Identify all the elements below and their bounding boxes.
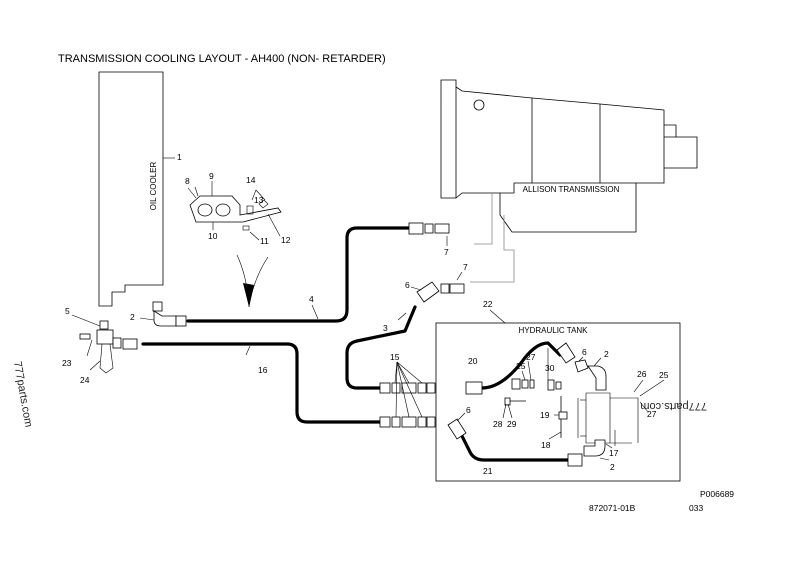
callout-11: 11 xyxy=(260,236,269,246)
page-number: 033 xyxy=(689,503,703,513)
callout-14: 14 xyxy=(246,175,256,185)
diagram-title: TRANSMISSION COOLING LAYOUT - AH400 (NON… xyxy=(58,53,386,65)
callout-10: 10 xyxy=(208,231,218,241)
callout-15: 15 xyxy=(390,352,400,362)
callout-6-lower: 6 xyxy=(466,405,471,415)
detail-pointer-tip xyxy=(243,283,254,307)
callout-19: 19 xyxy=(540,410,550,420)
callout-2-tank-upper: 2 xyxy=(604,349,609,359)
hose-3 xyxy=(345,305,417,390)
fitting-5-tee xyxy=(79,320,138,374)
fitting-7-upper xyxy=(408,222,450,235)
part-number: 872071-01B xyxy=(589,503,636,513)
callout-4: 4 xyxy=(309,294,314,304)
fitting-15-upper xyxy=(379,381,483,395)
fitting-tank-upper xyxy=(504,342,607,438)
hose-21 xyxy=(458,430,570,462)
fitting-2-oil-cooler xyxy=(152,301,187,327)
callouts: 1 8 9 14 13 10 11 12 7 7 6 4 22 3 2 5 23… xyxy=(62,152,669,476)
callout-29: 29 xyxy=(507,419,517,429)
fitting-6-7-lower xyxy=(416,281,465,303)
callout-7-lower: 7 xyxy=(463,262,468,272)
trans-tube-lower xyxy=(470,215,515,283)
callout-23: 23 xyxy=(62,358,72,368)
hose-4 xyxy=(186,226,412,323)
callout-16: 16 xyxy=(258,365,268,375)
bracket-assembly xyxy=(189,181,282,241)
callout-13: 13 xyxy=(254,195,264,205)
watermark-right: 777parts.com xyxy=(640,400,707,412)
oil-cooler-label: OIL COOLER xyxy=(149,161,158,210)
callout-18: 18 xyxy=(541,440,551,450)
callout-21: 21 xyxy=(483,466,493,476)
callout-3: 3 xyxy=(383,323,388,333)
callout-24: 24 xyxy=(80,375,90,385)
hydraulic-tank: HYDRAULIC TANK xyxy=(435,322,681,482)
callout-25-right: 25 xyxy=(659,370,669,380)
detail-pointer xyxy=(236,254,269,308)
callout-17: 17 xyxy=(609,448,619,458)
callout-28: 28 xyxy=(493,419,503,429)
hose-16 xyxy=(141,342,382,424)
callout-20: 20 xyxy=(468,356,478,366)
fitting-15-lower xyxy=(379,416,467,440)
leader-lines xyxy=(71,187,665,461)
callout-22: 22 xyxy=(483,299,493,309)
callout-8: 8 xyxy=(185,176,190,186)
callout-7-upper: 7 xyxy=(444,247,449,257)
watermark-left: 777parts.com xyxy=(11,360,34,428)
callout-9: 9 xyxy=(209,171,214,181)
oil-cooler: OIL COOLER xyxy=(98,71,175,307)
callout-6-tank: 6 xyxy=(582,347,587,357)
ref-code: P006689 xyxy=(700,489,734,499)
hose-20 xyxy=(480,341,562,390)
callout-1: 1 xyxy=(177,152,182,162)
callout-5: 5 xyxy=(65,306,70,316)
callout-30: 30 xyxy=(545,363,555,373)
callout-2-tank-lower: 2 xyxy=(610,462,615,472)
callout-27-right: 27 xyxy=(647,409,657,419)
trans-tube-upper xyxy=(474,193,493,245)
callout-26: 26 xyxy=(637,369,647,379)
callout-25-upper: 25 xyxy=(516,361,526,371)
allison-transmission-label: ALLISON TRANSMISSION xyxy=(523,185,620,194)
callout-27-upper: 27 xyxy=(526,352,536,362)
callout-12: 12 xyxy=(281,235,291,245)
callout-6-upper: 6 xyxy=(405,280,410,290)
callout-2-cooler: 2 xyxy=(130,312,135,322)
hydraulic-tank-label: HYDRAULIC TANK xyxy=(518,326,588,335)
fitting-tank-lower xyxy=(567,439,606,467)
allison-transmission: ALLISON TRANSMISSION xyxy=(440,79,698,233)
